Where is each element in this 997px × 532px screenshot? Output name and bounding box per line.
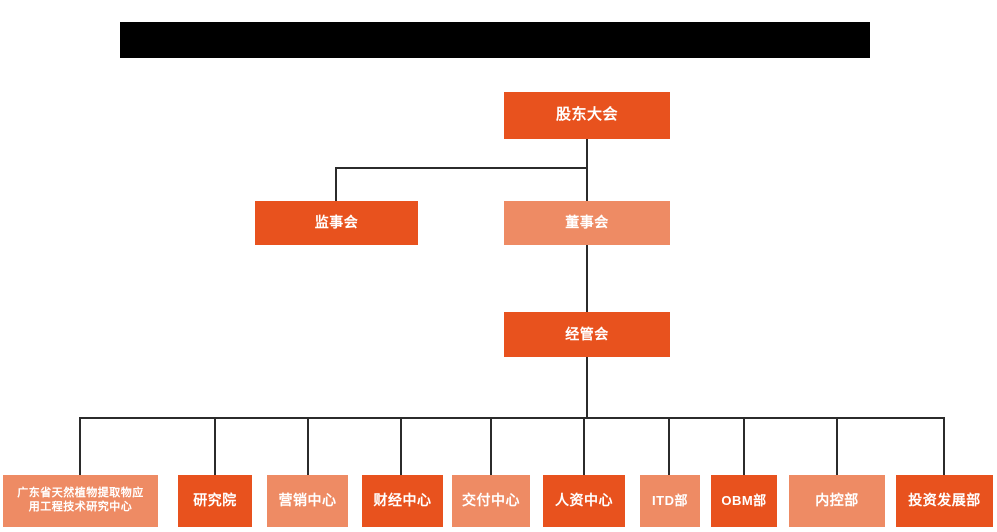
org-node-label: 人资中心 [555,492,613,509]
org-node-label: OBM部 [721,492,767,508]
connector-drop-obm-department [743,417,745,475]
connector-supervisors-down [335,167,337,201]
connector-drop-finance-center [400,417,402,475]
org-node-label-line1: 广东省天然植物提取物应 [17,487,144,500]
org-node-guangdong-research-center[interactable]: 广东省天然植物提取物应用工程技术研究中心 [3,475,158,527]
org-node-label: 交付中心 [462,492,520,509]
org-node-shareholders-meeting[interactable]: 股东大会 [504,92,670,139]
connector-drop-hr-center [583,417,585,475]
org-node-management-committee[interactable]: 经管会 [504,312,670,357]
org-node-label: 研究院 [193,492,237,509]
org-node-label: 监事会 [314,214,359,231]
org-node-hr-center[interactable]: 人资中心 [543,475,625,527]
connector-drop-internal-control-department [836,417,838,475]
org-node-investment-development-department[interactable]: 投资发展部 [896,475,993,527]
org-node-label: 内控部 [815,492,859,509]
connector-drop-delivery-center [490,417,492,475]
connector-management-down [586,357,588,419]
connector-drop-marketing-center [307,417,309,475]
org-node-label: 股东大会 [555,106,618,124]
connector-level2-bus [335,167,588,169]
org-node-marketing-center[interactable]: 营销中心 [267,475,348,527]
connector-directors-to-management [586,245,588,312]
org-node-label: 经管会 [565,325,609,342]
org-node-finance-center[interactable]: 财经中心 [362,475,443,527]
connector-drop-guangdong-research-center [79,417,81,475]
org-node-itd-department[interactable]: ITD部 [640,475,700,527]
org-node-label: 财经中心 [373,492,432,509]
connector-directors-down [586,167,588,201]
org-node-label: 董事会 [565,214,609,231]
connector-drop-research-institute [214,417,216,475]
org-node-research-institute[interactable]: 研究院 [178,475,252,527]
connector-drop-itd-department [668,417,670,475]
org-node-internal-control-department[interactable]: 内控部 [789,475,885,527]
org-node-label-line2: 用工程技术研究中心 [28,501,133,513]
connector-drop-investment-development-department [943,417,945,475]
org-node-delivery-center[interactable]: 交付中心 [452,475,530,527]
title-redaction-bar [120,22,870,58]
org-node-label: ITD部 [652,492,688,508]
org-node-board-of-supervisors[interactable]: 监事会 [255,201,418,245]
connector-departments-bus [79,417,945,419]
org-node-label: 广东省天然植物提取物应用工程技术研究中心 [17,487,144,515]
org-node-label: 营销中心 [278,492,337,509]
connector-shareholders-down [586,139,588,169]
org-node-obm-department[interactable]: OBM部 [711,475,777,527]
org-node-board-of-directors[interactable]: 董事会 [504,201,670,245]
org-node-label: 投资发展部 [908,492,981,509]
